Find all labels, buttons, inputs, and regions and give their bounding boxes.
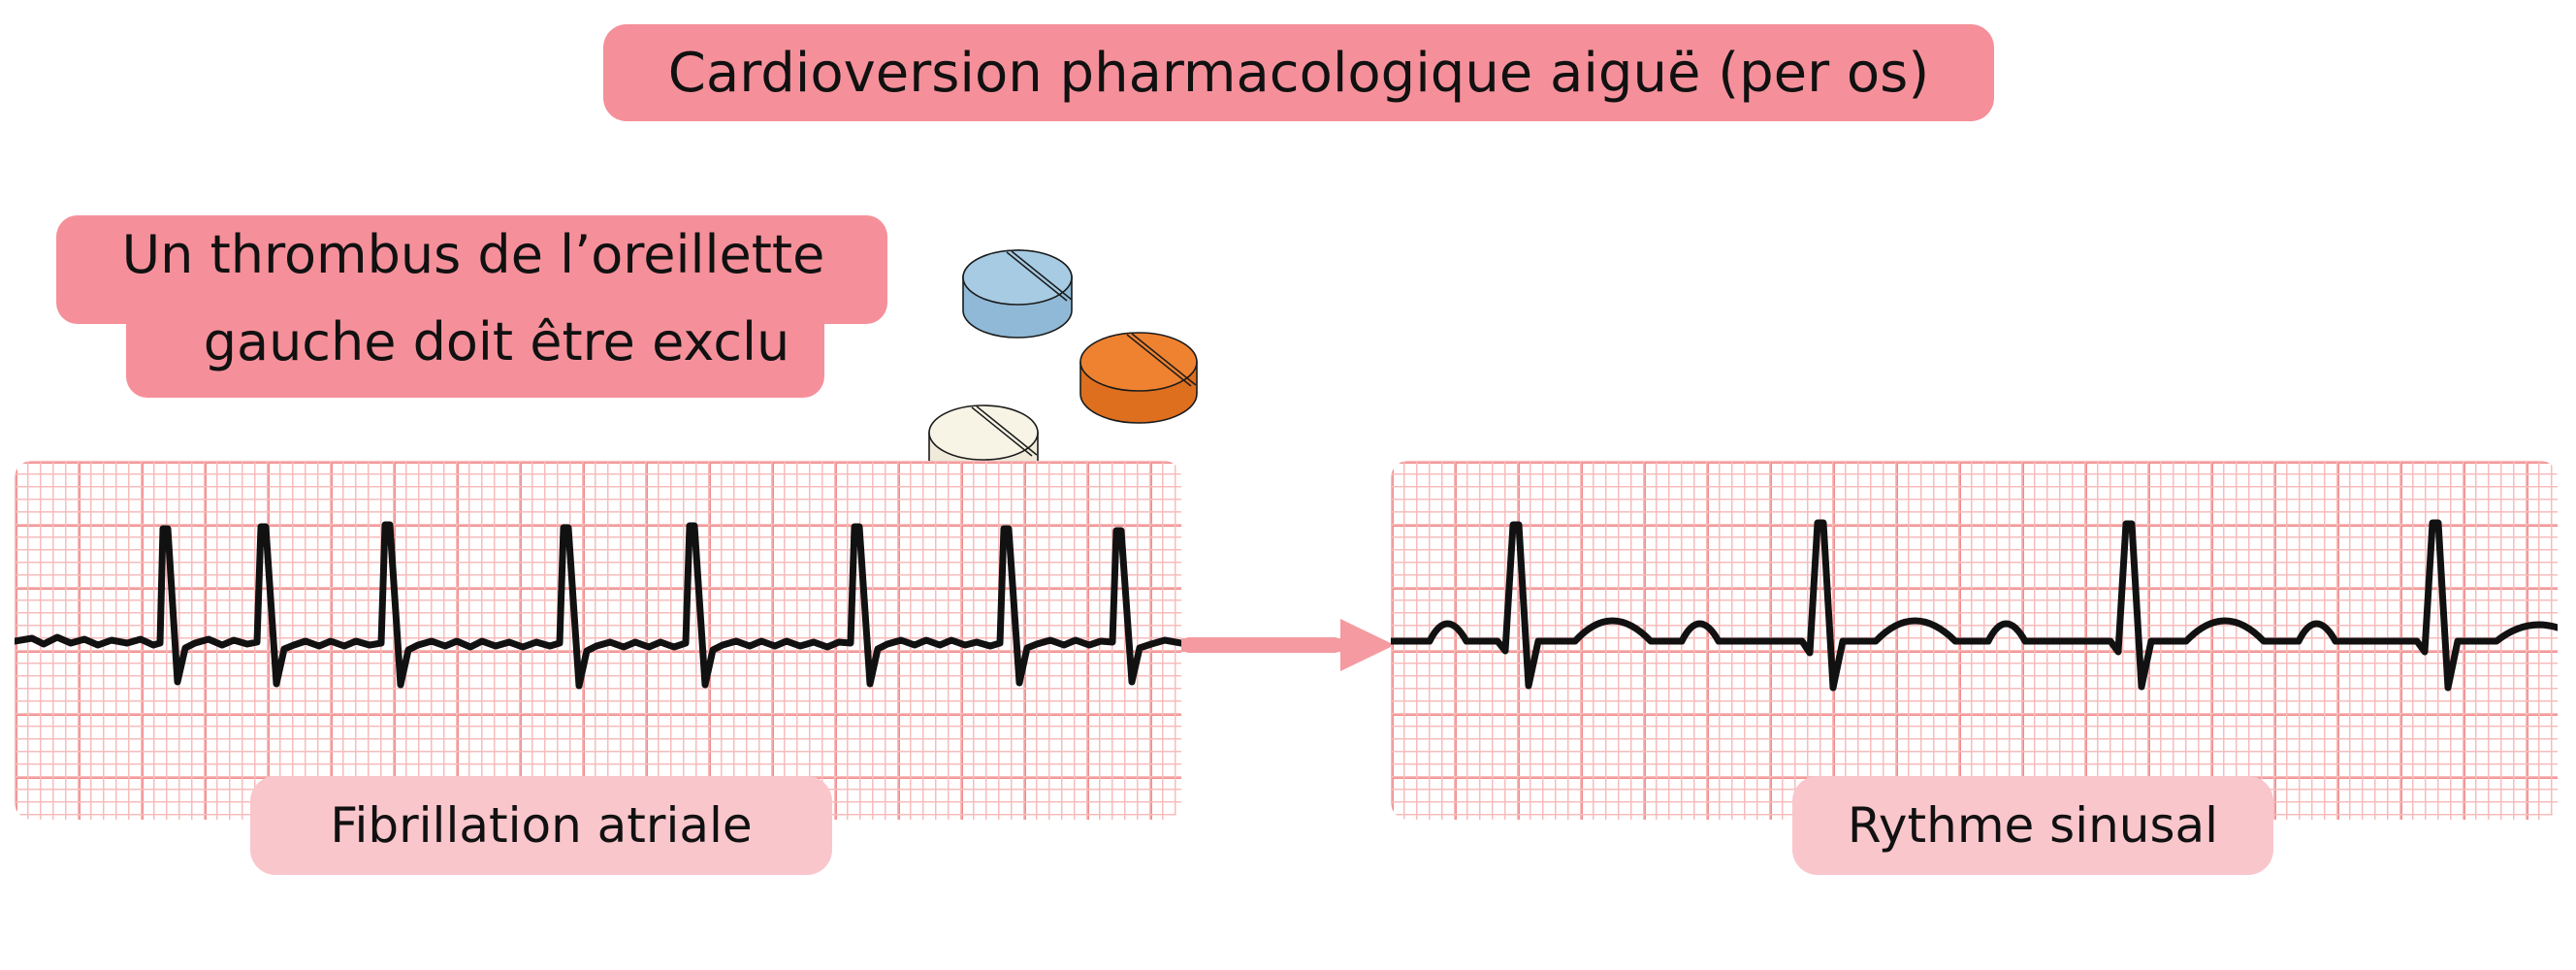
callout-line2: gauche doit être exclu <box>203 311 790 372</box>
sinus-label: Rythme sinusal <box>1847 797 2219 854</box>
title-highlight-box <box>603 24 1994 121</box>
ecg-strip-sinus-rhythm <box>1391 461 2558 820</box>
callout-line1: Un thrombus de l’oreillette <box>121 224 825 285</box>
orange-pill-icon <box>1079 332 1198 424</box>
ecg-strip-atrial-fibrillation <box>15 461 1181 820</box>
fibrillation-label: Fibrillation atriale <box>330 797 753 854</box>
ecg-trace-af <box>15 521 1181 690</box>
sinus-label-box <box>1792 776 2273 875</box>
conversion-arrow-icon <box>1181 619 1395 671</box>
ecg-trace-sinus <box>1391 519 2558 692</box>
callout-highlight-line2 <box>126 291 824 398</box>
blue-pill-icon <box>962 249 1073 339</box>
page-title: Cardioversion pharmacologique aiguë (per… <box>667 41 1930 105</box>
callout-text: Un thrombus de l’oreillette gauche doit … <box>56 211 890 386</box>
fibrillation-label-box <box>250 776 832 875</box>
pills-illustration <box>910 221 1249 504</box>
